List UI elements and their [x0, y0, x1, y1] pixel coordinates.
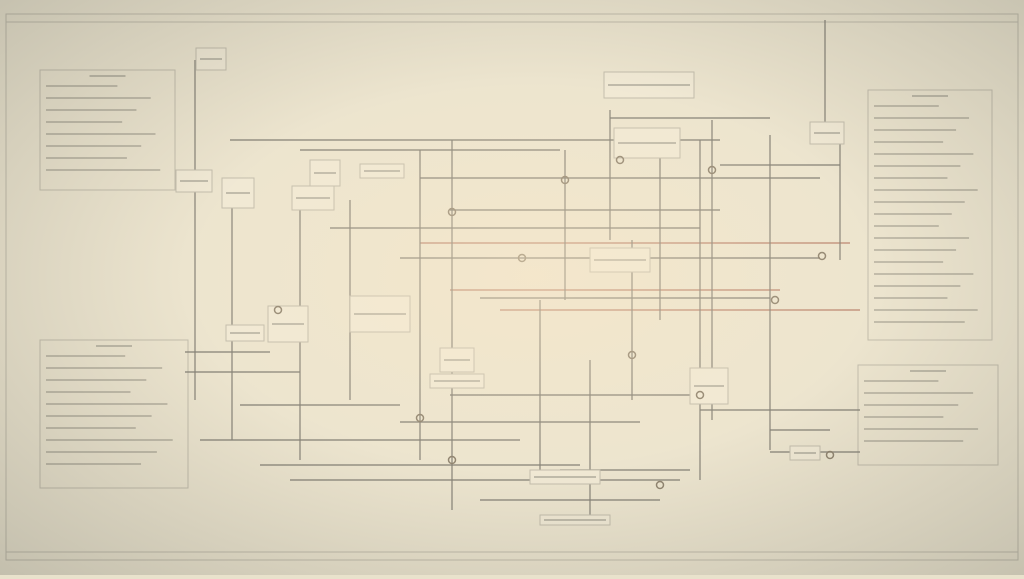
component-label [364, 170, 400, 172]
component-label [694, 385, 724, 387]
panel-text-line [46, 463, 142, 465]
panel-text-line [46, 121, 123, 123]
component-label [180, 180, 208, 182]
panel-text-line [874, 261, 944, 263]
panel-text-line [874, 213, 952, 215]
panel-text-line [874, 141, 944, 143]
component-label [594, 259, 646, 261]
panel-text-line [874, 273, 974, 275]
panel-text-line [46, 403, 168, 405]
component-label [200, 58, 222, 60]
panel-text-line [46, 355, 126, 357]
component-label [534, 476, 596, 478]
component-label [608, 84, 690, 86]
panel-text-line [46, 145, 142, 147]
panel-text-line [874, 309, 978, 311]
panel-text-line [864, 416, 944, 418]
panel-text-line [874, 321, 965, 323]
component-label [226, 192, 250, 194]
panel-text-line [874, 297, 948, 299]
panel-text-line [864, 404, 959, 406]
component-label [354, 313, 406, 315]
panel-text-line [46, 427, 136, 429]
panel-text-line [46, 169, 161, 171]
panel-heading [910, 370, 946, 372]
panel-text-line [46, 439, 173, 441]
panel-text-line [46, 133, 156, 135]
panel-text-line [874, 153, 974, 155]
component-label [434, 380, 480, 382]
panel-text-line [874, 117, 970, 119]
panel-heading [912, 95, 948, 97]
panel-heading [96, 345, 132, 347]
component-label [544, 519, 606, 521]
component-label [794, 452, 816, 454]
panel-text-line [46, 391, 131, 393]
panel-text-line [46, 415, 152, 417]
component-label [272, 323, 304, 325]
panel-text-line [46, 97, 151, 99]
component-label [444, 359, 470, 361]
panel-text-line [46, 451, 157, 453]
panel-text-line [874, 225, 939, 227]
panel-text-line [46, 379, 147, 381]
panel-text-line [874, 285, 961, 287]
panel-text-line [874, 105, 939, 107]
panel-text-line [46, 157, 127, 159]
panel-text-line [46, 367, 163, 369]
panel-text-line [874, 189, 978, 191]
component-label [618, 142, 676, 144]
panel-text-line [864, 440, 964, 442]
panel-text-line [874, 249, 957, 251]
panel-text-line [874, 201, 965, 203]
panel-text-line [874, 177, 948, 179]
component-label [814, 132, 840, 134]
component-label [296, 197, 330, 199]
panel-text-line [874, 237, 970, 239]
panel-text-line [874, 129, 957, 131]
panel-text-line [864, 380, 939, 382]
component-label [314, 172, 336, 174]
panel-text-line [864, 428, 979, 430]
panel-heading [89, 75, 126, 77]
panel-text-line [864, 392, 974, 394]
panel-text-line [874, 165, 961, 167]
panel-text-line [46, 109, 137, 111]
panel-text-line [46, 85, 118, 87]
component-label [230, 332, 260, 334]
